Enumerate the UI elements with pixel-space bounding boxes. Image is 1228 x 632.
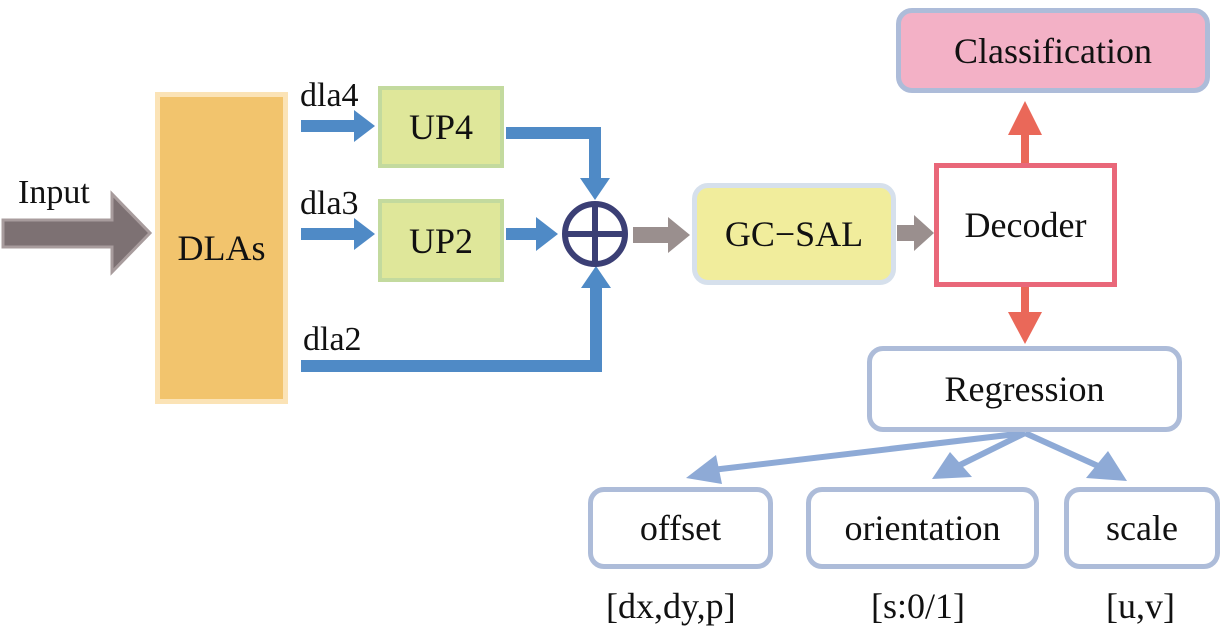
input-label: Input	[18, 174, 90, 211]
decoder-node: Decoder	[934, 163, 1117, 287]
regression-to-orientation-line	[958, 430, 1027, 468]
regression-to-orientation-arrowhead	[932, 452, 972, 479]
dla2-to-sum-arrowhead	[581, 266, 611, 288]
gcsal-to-decoder-arrow	[897, 215, 934, 251]
offset-node: offset	[588, 487, 773, 569]
regression-node: Regression	[867, 346, 1182, 432]
scale-node: scale	[1064, 487, 1220, 569]
dla4-label: dla4	[300, 77, 359, 114]
regression-label: Regression	[944, 369, 1105, 409]
dlas-label: DLAs	[177, 228, 266, 268]
dlas-node: DLAs	[155, 92, 288, 404]
decoder-label: Decoder	[964, 205, 1087, 245]
up2-node: UP2	[378, 199, 504, 282]
regression-to-offset-arrowhead	[686, 455, 722, 484]
regression-to-offset-line	[711, 430, 1026, 473]
up2-to-sum-arrow	[506, 217, 558, 251]
scale-output: [u,v]	[1106, 586, 1175, 626]
orientation-label: orientation	[844, 508, 1001, 548]
gcsal-node: GC−SAL	[692, 183, 896, 285]
up4-to-sum-line	[506, 127, 601, 178]
dla3-label: dla3	[300, 185, 359, 222]
orientation-output: [s:0/1]	[871, 586, 965, 626]
sum-to-gcsal-arrow	[633, 217, 690, 253]
up2-label: UP2	[408, 220, 474, 261]
up4-to-sum-arrowhead	[580, 178, 610, 200]
offset-label: offset	[639, 508, 722, 548]
regression-to-scale-line	[1023, 430, 1100, 469]
orientation-node: orientation	[806, 487, 1039, 569]
decoder-to-regression-arrowhead	[1008, 312, 1042, 344]
input-arrow	[1, 190, 153, 276]
dla4-arrow	[301, 110, 375, 142]
classification-label: Classification	[954, 30, 1152, 71]
up4-node: UP4	[378, 86, 504, 168]
dla2-to-sum-line	[301, 286, 602, 372]
up4-label: UP4	[408, 107, 474, 147]
classification-node: Classification	[896, 8, 1210, 93]
sum-node	[562, 201, 628, 267]
dla3-arrow	[301, 218, 375, 250]
offset-output: [dx,dy,p]	[606, 586, 736, 626]
dla2-label: dla2	[303, 321, 362, 358]
scale-label: scale	[1106, 508, 1178, 548]
regression-to-scale-arrowhead	[1086, 451, 1127, 481]
decoder-to-classification-arrowhead	[1008, 101, 1042, 135]
gcsal-label: GC−SAL	[724, 214, 864, 254]
